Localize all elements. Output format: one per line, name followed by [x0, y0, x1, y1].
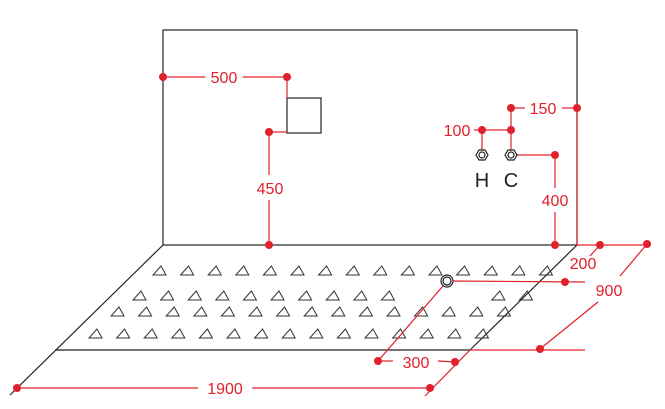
anti-slip-triangle [187, 290, 203, 301]
anti-slip-triangle [441, 306, 457, 317]
anti-slip-triangle [468, 306, 484, 317]
anti-slip-triangle [143, 328, 159, 339]
drain-inner [442, 276, 452, 286]
anti-slip-triangle [385, 306, 401, 317]
anti-slip-triangle [372, 265, 388, 276]
hot-label: H [475, 170, 489, 192]
anti-slip-triangle [427, 265, 443, 276]
anti-slip-triangle [510, 265, 526, 276]
anti-slip-triangle [303, 306, 319, 317]
dim-100: 100 [444, 123, 471, 140]
anti-slip-triangle [419, 328, 435, 339]
anti-slip-triangle [289, 265, 305, 276]
anti-slip-triangle [455, 265, 471, 276]
anti-slip-triangle [131, 290, 147, 301]
anti-slip-triangle [207, 265, 223, 276]
anti-slip-triangle [336, 328, 352, 339]
cold-label: C [504, 170, 518, 192]
anti-slip-triangle [225, 328, 241, 339]
anti-slip-triangle [115, 328, 131, 339]
anti-slip-triangle [446, 328, 462, 339]
anti-slip-triangle [391, 328, 407, 339]
anti-slip-pattern [87, 265, 554, 339]
dim-150: 150 [530, 101, 557, 118]
dim-400: 400 [542, 193, 569, 210]
anti-slip-triangle [345, 265, 361, 276]
anti-slip-triangle [496, 306, 512, 317]
anti-slip-triangle [214, 290, 230, 301]
anti-slip-triangle [380, 290, 396, 301]
anti-slip-triangle [400, 265, 416, 276]
anti-slip-triangle [269, 290, 285, 301]
dimension-dots [13, 73, 651, 392]
anti-slip-triangle [490, 290, 506, 301]
anti-slip-triangle [253, 328, 269, 339]
anti-slip-triangle [192, 306, 208, 317]
anti-slip-triangle [297, 290, 313, 301]
anti-slip-triangle [198, 328, 214, 339]
anti-slip-triangle [262, 265, 278, 276]
dim-200: 200 [570, 256, 597, 273]
anti-slip-triangle [109, 306, 125, 317]
dim-450: 450 [257, 181, 284, 198]
anti-slip-triangle [413, 306, 429, 317]
dim-1900: 1900 [207, 381, 243, 398]
anti-slip-triangle [137, 306, 153, 317]
anti-slip-triangle [242, 290, 258, 301]
anti-slip-triangle [275, 306, 291, 317]
cold-water-fitting-icon [504, 149, 518, 161]
dimension-lines [17, 76, 648, 397]
anti-slip-triangle [363, 328, 379, 339]
wall-box [286, 97, 322, 134]
anti-slip-triangle [474, 328, 490, 339]
anti-slip-triangle [308, 328, 324, 339]
anti-slip-triangle [325, 290, 341, 301]
anti-slip-triangle [358, 306, 374, 317]
anti-slip-triangle [87, 328, 103, 339]
anti-slip-triangle [518, 290, 534, 301]
hot-water-fitting-icon [475, 149, 489, 161]
dim-300: 300 [403, 355, 430, 372]
dim-900: 900 [596, 283, 623, 300]
anti-slip-triangle [170, 328, 186, 339]
anti-slip-triangle [179, 265, 195, 276]
anti-slip-triangle [317, 265, 333, 276]
anti-slip-triangle [247, 306, 263, 317]
anti-slip-triangle [483, 265, 499, 276]
anti-slip-triangle [165, 306, 181, 317]
anti-slip-triangle [281, 328, 297, 339]
anti-slip-triangle [538, 265, 554, 276]
anti-slip-triangle [330, 306, 346, 317]
anti-slip-triangle [234, 265, 250, 276]
anti-slip-triangle [151, 265, 167, 276]
anti-slip-triangle [352, 290, 368, 301]
anti-slip-triangle [159, 290, 175, 301]
back-wall [162, 29, 578, 246]
dim-500: 500 [211, 70, 238, 87]
tray-outline [9, 244, 578, 396]
anti-slip-triangle [220, 306, 236, 317]
